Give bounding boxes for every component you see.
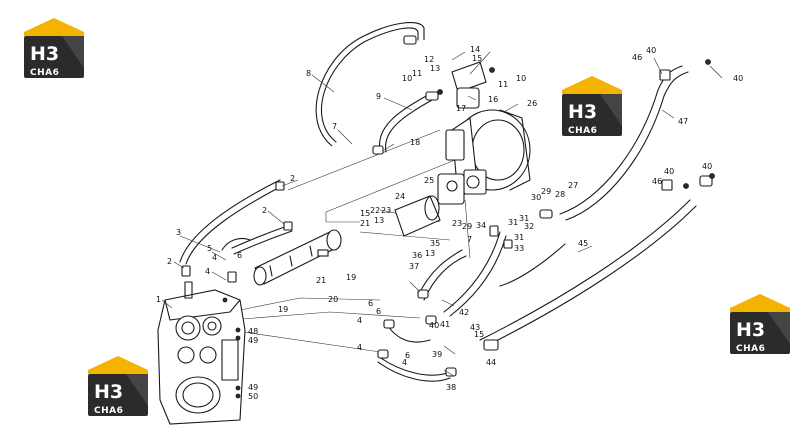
callout-9: 9 — [376, 92, 381, 101]
callout-47: 47 — [678, 117, 688, 126]
watermark-logo-bottom-left: H3 CHA6 — [88, 356, 148, 416]
callout-29: 29 — [462, 222, 472, 231]
callout-34: 34 — [476, 221, 486, 230]
callout-1: 1 — [156, 295, 161, 304]
callout-4: 4 — [357, 316, 362, 325]
callout-16: 16 — [488, 95, 498, 104]
callout-50: 50 — [248, 392, 258, 401]
callout-23: 23 — [452, 219, 462, 228]
callout-leaders — [161, 51, 723, 377]
callout-32: 32 — [524, 222, 534, 231]
callout-31: 31 — [519, 214, 529, 223]
callout-22: 22 — [370, 206, 380, 215]
callout-36: 36 — [412, 251, 422, 260]
callout-13: 13 — [374, 216, 384, 225]
callout-28: 28 — [555, 190, 565, 199]
callout-35: 35 — [430, 239, 440, 248]
fittings — [181, 35, 715, 377]
callout-49: 49 — [248, 383, 258, 392]
logo-subtext: CHA6 — [30, 68, 59, 78]
callout-3: 3 — [176, 228, 181, 237]
callout-6: 6 — [405, 351, 410, 360]
callout-13: 13 — [425, 249, 435, 258]
callout-6: 6 — [376, 307, 381, 316]
callout-15: 15 — [474, 330, 484, 339]
callout-4: 4 — [357, 343, 362, 352]
callout-31: 31 — [514, 233, 524, 242]
callout-2: 2 — [290, 174, 295, 183]
callout-24: 24 — [395, 192, 405, 201]
callout-19: 19 — [346, 273, 356, 282]
callout-7: 7 — [467, 235, 472, 244]
callout-8: 8 — [306, 69, 311, 78]
filter-assembly — [437, 61, 495, 109]
callout-40: 40 — [429, 321, 439, 330]
logo-subtext: CHA6 — [736, 344, 765, 354]
callout-12: 12 — [424, 55, 434, 64]
logo-subtext: CHA6 — [568, 126, 597, 136]
reference-lines — [229, 129, 471, 353]
transmission-housing — [157, 281, 246, 425]
callout-20: 20 — [328, 295, 338, 304]
watermark-logo-top-left: H3 CHA6 — [24, 18, 84, 78]
callout-25: 25 — [424, 176, 434, 185]
callout-6: 6 — [368, 299, 373, 308]
callout-4: 4 — [402, 358, 407, 367]
callout-37: 37 — [409, 262, 419, 271]
callout-42: 42 — [459, 308, 469, 317]
callout-2: 2 — [167, 257, 172, 266]
control-valve-block — [394, 173, 465, 237]
callout-23: 23 — [381, 206, 391, 215]
callout-4: 4 — [212, 253, 217, 262]
callout-19: 19 — [278, 305, 288, 314]
callout-6: 6 — [237, 251, 242, 260]
logo-mark: H3 — [736, 319, 765, 341]
callout-4: 4 — [205, 267, 210, 276]
callout-11: 11 — [412, 69, 422, 78]
callout-18: 18 — [410, 138, 420, 147]
callout-49: 49 — [248, 336, 258, 345]
callout-21: 21 — [360, 219, 370, 228]
callout-10: 10 — [516, 74, 526, 83]
callout-46: 46 — [632, 53, 642, 62]
logo-mark: H3 — [30, 43, 59, 65]
callout-43: 43 — [470, 323, 480, 332]
callout-27: 27 — [568, 181, 578, 190]
callout-labels: 1 2 2 2 3 4 4 4 4 4 5 6 6 6 6 7 7 8 9 10… — [156, 45, 743, 401]
callout-17: 17 — [456, 104, 466, 113]
logo-mark: H3 — [94, 381, 123, 403]
callout-41: 41 — [440, 320, 450, 329]
callout-38: 38 — [446, 383, 456, 392]
callout-15: 15 — [472, 54, 482, 63]
callout-21: 21 — [316, 276, 326, 285]
callout-33: 33 — [514, 244, 524, 253]
logo-subtext: CHA6 — [94, 406, 123, 416]
callout-40: 40 — [733, 74, 743, 83]
watermark-logo-center: H3 CHA6 — [562, 76, 622, 136]
callout-14: 14 — [470, 45, 480, 54]
callout-45: 45 — [578, 239, 588, 248]
callout-13: 13 — [430, 64, 440, 73]
callout-46: 46 — [652, 177, 662, 186]
callout-11: 11 — [498, 80, 508, 89]
oil-cooler — [253, 229, 342, 286]
callout-7: 7 — [332, 122, 337, 131]
callout-48: 48 — [248, 327, 258, 336]
callout-15: 15 — [360, 209, 370, 218]
callout-26: 26 — [527, 99, 537, 108]
logo-mark: H3 — [568, 101, 597, 123]
callout-39: 39 — [432, 350, 442, 359]
watermark-logo-right: H3 CHA6 — [730, 294, 790, 354]
callout-2: 2 — [262, 206, 267, 215]
callout-30: 30 — [531, 193, 541, 202]
callout-10: 10 — [402, 74, 412, 83]
callout-44: 44 — [486, 358, 496, 367]
callout-40: 40 — [646, 46, 656, 55]
callout-5: 5 — [207, 244, 212, 253]
callout-29: 29 — [541, 187, 551, 196]
callout-31: 31 — [508, 218, 518, 227]
callout-40: 40 — [702, 162, 712, 171]
callout-40: 40 — [664, 167, 674, 176]
